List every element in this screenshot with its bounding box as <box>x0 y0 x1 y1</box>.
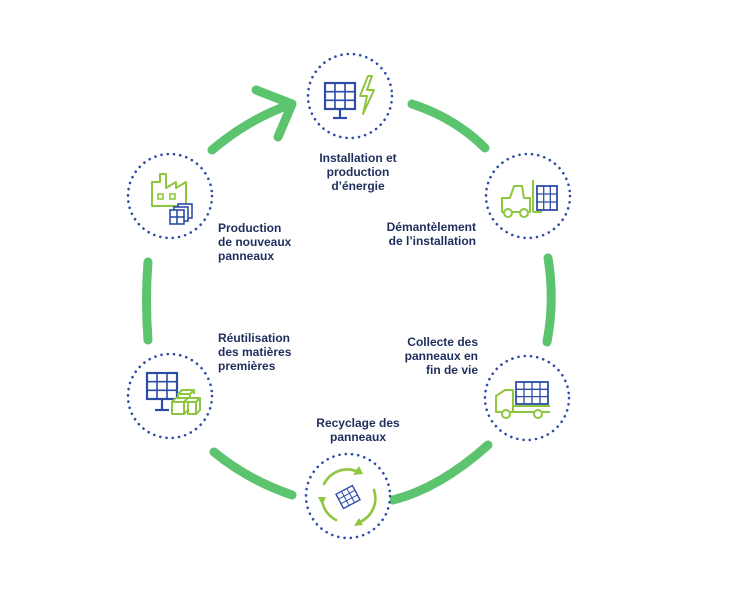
recycle-icon <box>318 466 377 526</box>
raw-materials-icon <box>145 371 201 415</box>
step-label-installation: Installation et production d’énergie <box>319 151 397 193</box>
arc-3 <box>388 440 493 505</box>
arc-2 <box>542 253 556 347</box>
step-label-recyclage: Recyclage des panneaux <box>316 416 400 444</box>
arrow-head <box>251 85 297 142</box>
step-label-demantelement: Démantèlement de l’installation <box>386 220 476 248</box>
step-circles <box>126 52 572 540</box>
solar-panel-lightning-icon <box>323 75 375 120</box>
factory-icon <box>151 173 193 225</box>
arc-6 <box>207 99 297 155</box>
arc-1 <box>407 99 490 153</box>
truck-icon <box>495 381 550 419</box>
arc-5 <box>142 257 153 345</box>
forklift-icon <box>501 180 558 218</box>
step-label-production: Production de nouveaux panneaux <box>218 221 292 263</box>
ring-arcs <box>142 99 556 505</box>
step-label-collecte: Collecte des panneaux en fin de vie <box>404 335 478 377</box>
step-label-reutilisation: Réutilisation des matières premières <box>218 331 292 373</box>
arc-4 <box>209 447 297 500</box>
